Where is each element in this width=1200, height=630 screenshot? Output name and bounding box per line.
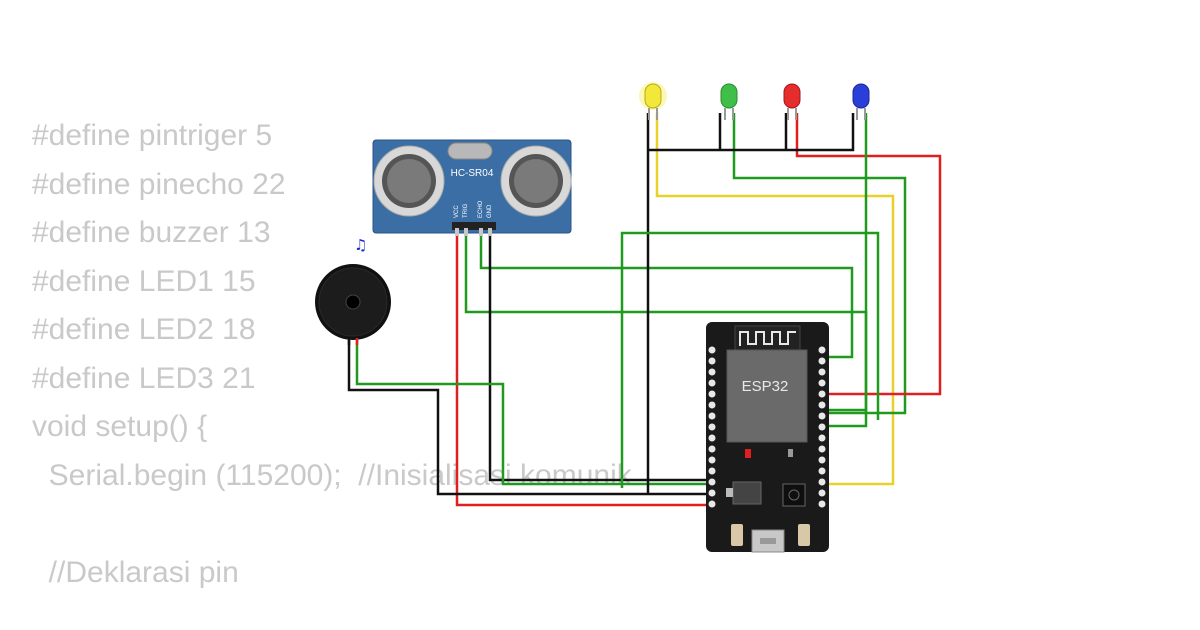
header-pin[interactable] — [708, 489, 716, 497]
header-pin[interactable] — [708, 456, 716, 464]
header-pin[interactable] — [708, 423, 716, 431]
code-line: #define pintriger 5 — [32, 119, 273, 152]
wire-green-loop — [620, 231, 880, 488]
code-line: //Deklarasi pin — [32, 555, 239, 589]
header-pin[interactable] — [708, 434, 716, 442]
header-pin[interactable] — [818, 357, 826, 365]
code-line: void setup() { — [32, 410, 208, 443]
code-line: #define LED2 18 — [32, 313, 256, 346]
wire-buzzer-black — [347, 340, 712, 496]
pin-label-echo: ECHO — [478, 200, 484, 218]
header-pin[interactable] — [818, 489, 826, 497]
wire-led-ground-bus — [646, 113, 855, 494]
wire-led-blue — [826, 113, 868, 428]
header-pin[interactable] — [708, 390, 716, 398]
header-pin[interactable] — [708, 357, 716, 365]
ultrasonic-sensor[interactable]: HC-SR04 VCC TRIG ECHO GND — [372, 139, 572, 236]
header-pin[interactable] — [818, 467, 826, 475]
header-pin[interactable] — [818, 368, 826, 376]
code-line: #define LED3 21 — [32, 361, 256, 395]
header-pin[interactable] — [818, 478, 826, 486]
header-pin[interactable] — [818, 456, 826, 464]
header-pin[interactable] — [818, 500, 826, 508]
chip-label: ESP32 — [742, 378, 789, 395]
header-pin[interactable] — [708, 500, 716, 508]
wire-sensor-vcc — [455, 232, 712, 507]
wire-buzzer-green — [355, 340, 712, 486]
pin-label-gnd: GND — [487, 204, 493, 218]
pin-label-trig: TRIG — [463, 203, 469, 218]
wire-sensor-gnd — [488, 232, 712, 482]
right-pin-header — [818, 346, 826, 508]
led-yellow[interactable] — [639, 82, 667, 120]
header-pin[interactable] — [708, 467, 716, 475]
header-pin[interactable] — [708, 478, 716, 486]
code-line: #define buzzer 13 — [32, 216, 271, 249]
code-line: #define pinecho 22 — [32, 167, 286, 201]
header-pin[interactable] — [708, 412, 716, 420]
header-pin[interactable] — [818, 401, 826, 409]
header-pin[interactable] — [818, 445, 826, 453]
header-pin[interactable] — [708, 445, 716, 453]
led-red[interactable] — [783, 83, 801, 120]
header-pin[interactable] — [818, 346, 826, 354]
music-note-icon: ♫ — [354, 236, 367, 254]
left-pin-header — [708, 346, 716, 508]
buzzer[interactable]: ♫ — [315, 236, 391, 345]
led-green[interactable] — [720, 83, 738, 120]
wire-led-red — [795, 113, 942, 396]
wires — [347, 113, 942, 507]
pin-label-vcc: VCC — [454, 205, 460, 218]
header-pin[interactable] — [708, 368, 716, 376]
code-editor-text: #define pintriger 5 #define pinecho 22 #de… — [32, 112, 632, 597]
header-pin[interactable] — [708, 401, 716, 409]
header-pin[interactable] — [818, 390, 826, 398]
led-blue[interactable] — [852, 83, 870, 120]
header-pin[interactable] — [818, 412, 826, 420]
wire-sensor-echo — [479, 232, 854, 359]
header-pin[interactable] — [708, 346, 716, 354]
header-pin[interactable] — [708, 379, 716, 387]
esp32-board[interactable]: ESP32 — [706, 322, 829, 553]
header-pin[interactable] — [818, 434, 826, 442]
code-line: Serial.begin (115200); //Inisialisasi ko… — [32, 458, 632, 492]
code-line: #define LED1 15 — [32, 264, 256, 298]
wire-led-yellow — [655, 113, 895, 486]
header-pin[interactable] — [818, 379, 826, 387]
header-pin[interactable] — [818, 423, 826, 431]
sensor-model-label: HC-SR04 — [451, 168, 494, 179]
